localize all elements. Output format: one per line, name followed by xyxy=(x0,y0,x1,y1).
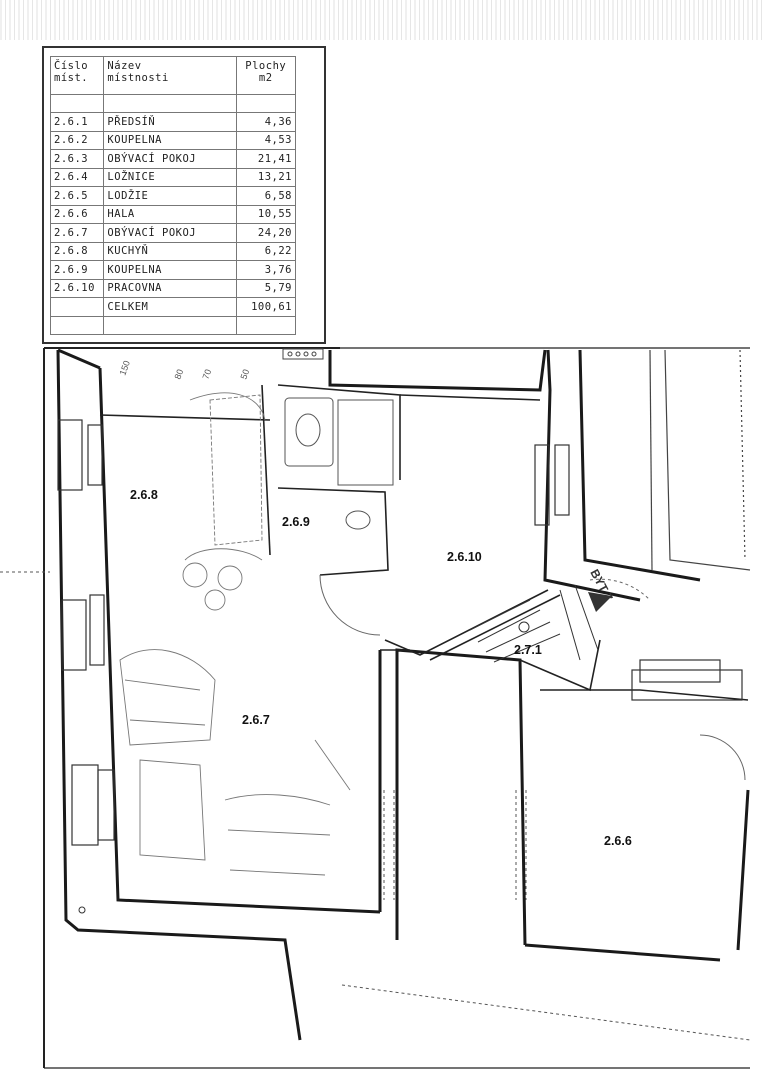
room-name: LODŽIE xyxy=(103,186,237,206)
room-number: 2.6.2 xyxy=(49,130,105,150)
pencil-furniture-sketch xyxy=(119,392,351,876)
room-area: 6,22 xyxy=(235,241,296,261)
room-name: KUCHYŇ xyxy=(103,241,237,261)
bathroom-fixtures xyxy=(284,397,394,530)
dimension-marks: 150 80 70 50 xyxy=(117,359,251,381)
schedule-blank-row xyxy=(49,315,296,335)
room-name: KOUPELNA xyxy=(103,130,237,150)
room-label-2-6-6: 2.6.6 xyxy=(604,834,632,848)
header-area-line2: m2 xyxy=(258,72,273,84)
room-area: 4,53 xyxy=(235,130,296,150)
header-name-line2: místnosti xyxy=(107,72,169,84)
dimension-mark: 150 xyxy=(117,359,132,377)
marker-dot xyxy=(78,906,86,914)
passage-lines xyxy=(0,571,751,1041)
room-number: 2.6.7 xyxy=(49,223,105,243)
total-area: 100,61 xyxy=(235,297,296,317)
entrance-arrow-icon xyxy=(588,592,612,612)
room-label-2-6-8: 2.6.8 xyxy=(130,488,158,502)
room-name: OBÝVACÍ POKOJ xyxy=(103,149,237,169)
schedule-header-row: Číslo míst. Název místnosti Plochy m2 xyxy=(49,56,296,95)
room-area: 21,41 xyxy=(235,149,296,169)
room-number: 2.6.4 xyxy=(49,167,105,187)
header-area-line1: Plochy xyxy=(245,60,287,72)
room-number: 2.6.8 xyxy=(49,241,105,261)
room-name: HALA xyxy=(103,204,237,224)
staircase xyxy=(469,584,599,663)
room-label-2-6-10: 2.6.10 xyxy=(447,550,482,564)
dimension-mark: 50 xyxy=(238,368,251,381)
door-swings xyxy=(319,574,746,781)
room-schedule-table: Číslo míst. Název místnosti Plochy m2 2.… xyxy=(42,46,326,344)
header-area: Plochy m2 xyxy=(235,56,296,95)
room-area: 13,21 xyxy=(235,167,296,187)
room-number: 2.6.1 xyxy=(49,112,105,132)
room-number: 2.6.6 xyxy=(49,204,105,224)
right-structure xyxy=(649,349,751,571)
room-name: LOŽNICE xyxy=(103,167,237,187)
windows xyxy=(57,419,743,846)
plan-frame xyxy=(43,347,750,1069)
room-name: KOUPELNA xyxy=(103,260,237,280)
scan-noise-strip xyxy=(0,0,764,40)
outer-walls xyxy=(56,348,750,1041)
top-balcony xyxy=(282,348,324,360)
header-name: Název místnosti xyxy=(103,56,237,95)
room-label-2-6-7: 2.6.7 xyxy=(242,713,270,727)
dimension-mark: 70 xyxy=(200,368,213,381)
room-number: 2.6.5 xyxy=(49,186,105,206)
room-area: 4,36 xyxy=(235,112,296,132)
room-number: 2.6.9 xyxy=(49,260,105,280)
room-name: PŘEDSÍŇ xyxy=(103,112,237,132)
dimension-mark: 80 xyxy=(172,368,185,381)
header-number-line2: míst. xyxy=(54,72,89,84)
room-name: OBÝVACÍ POKOJ xyxy=(103,223,237,243)
room-area: 10,55 xyxy=(235,204,296,224)
header-name-line1: Název xyxy=(107,60,142,72)
room-number: 2.6.3 xyxy=(49,149,105,169)
schedule-grid: Číslo míst. Název místnosti Plochy m2 2.… xyxy=(49,56,296,335)
room-label-2-7-1: 2.7.1 xyxy=(514,643,542,657)
room-area: 6,58 xyxy=(235,186,296,206)
header-number: Číslo míst. xyxy=(49,56,105,95)
header-number-line1: Číslo xyxy=(54,60,89,72)
schedule-blank-row xyxy=(49,94,296,113)
room-label-2-6-9: 2.6.9 xyxy=(282,515,310,529)
room-number: 2.6.10 xyxy=(49,278,105,298)
room-area: 24,20 xyxy=(235,223,296,243)
